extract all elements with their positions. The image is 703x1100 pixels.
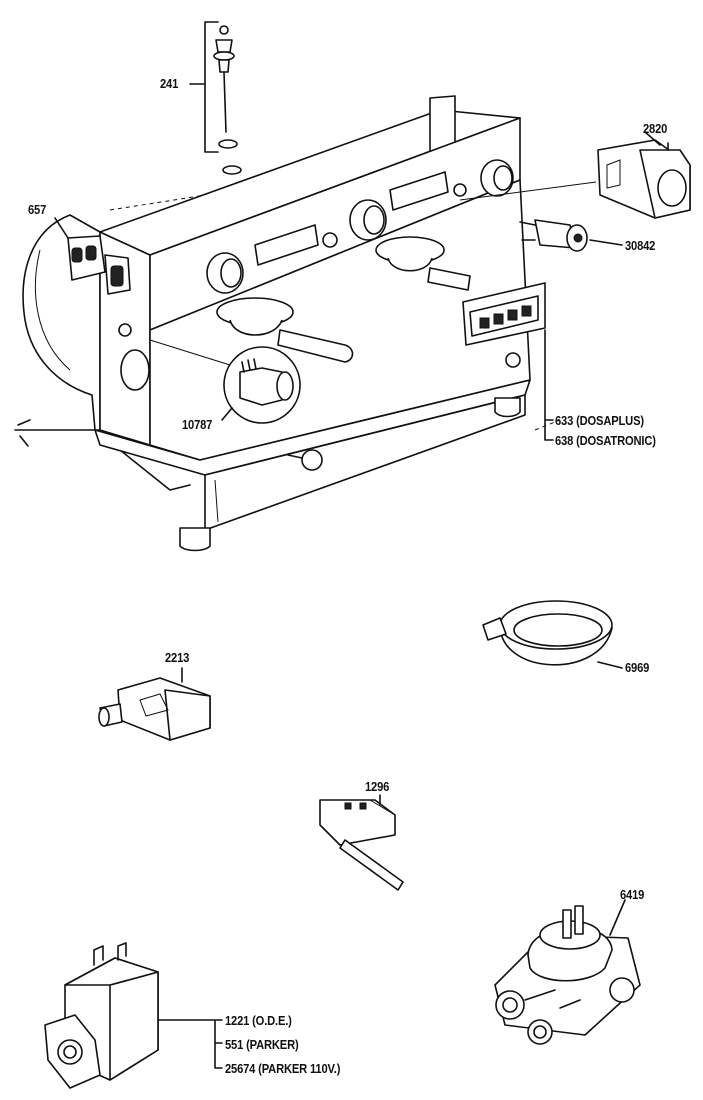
label-551: 551 (PARKER) bbox=[225, 1037, 299, 1052]
espresso-machine bbox=[14, 95, 561, 552]
part-1296 bbox=[319, 794, 404, 891]
keypad-633-638 bbox=[462, 282, 554, 441]
switch-block-657 bbox=[67, 235, 131, 295]
light-30842 bbox=[519, 219, 623, 252]
label-6969: 6969 bbox=[625, 660, 650, 675]
label-6419: 6419 bbox=[620, 887, 645, 902]
label-638: 638 (DOSATRONIC) bbox=[555, 433, 656, 448]
label-10787: 10787 bbox=[182, 417, 213, 432]
probe-241 bbox=[189, 21, 242, 175]
label-2820: 2820 bbox=[643, 121, 668, 136]
label-241: 241 bbox=[160, 76, 179, 91]
part-1221-551-25674 bbox=[44, 942, 223, 1089]
label-25674: 25674 (PARKER 110V.) bbox=[225, 1061, 341, 1076]
label-1221: 1221 (O.D.E.) bbox=[225, 1013, 292, 1028]
label-1296: 1296 bbox=[365, 779, 390, 794]
label-657: 657 bbox=[28, 202, 47, 217]
label-2213: 2213 bbox=[165, 650, 190, 665]
switch-10787 bbox=[221, 346, 301, 424]
part-6969 bbox=[482, 600, 623, 669]
switch-2820 bbox=[597, 139, 691, 219]
part-6419 bbox=[494, 899, 641, 1045]
label-633: 633 (DOSAPLUS) bbox=[555, 413, 644, 428]
part-2213 bbox=[98, 667, 211, 741]
label-30842: 30842 bbox=[625, 238, 656, 253]
